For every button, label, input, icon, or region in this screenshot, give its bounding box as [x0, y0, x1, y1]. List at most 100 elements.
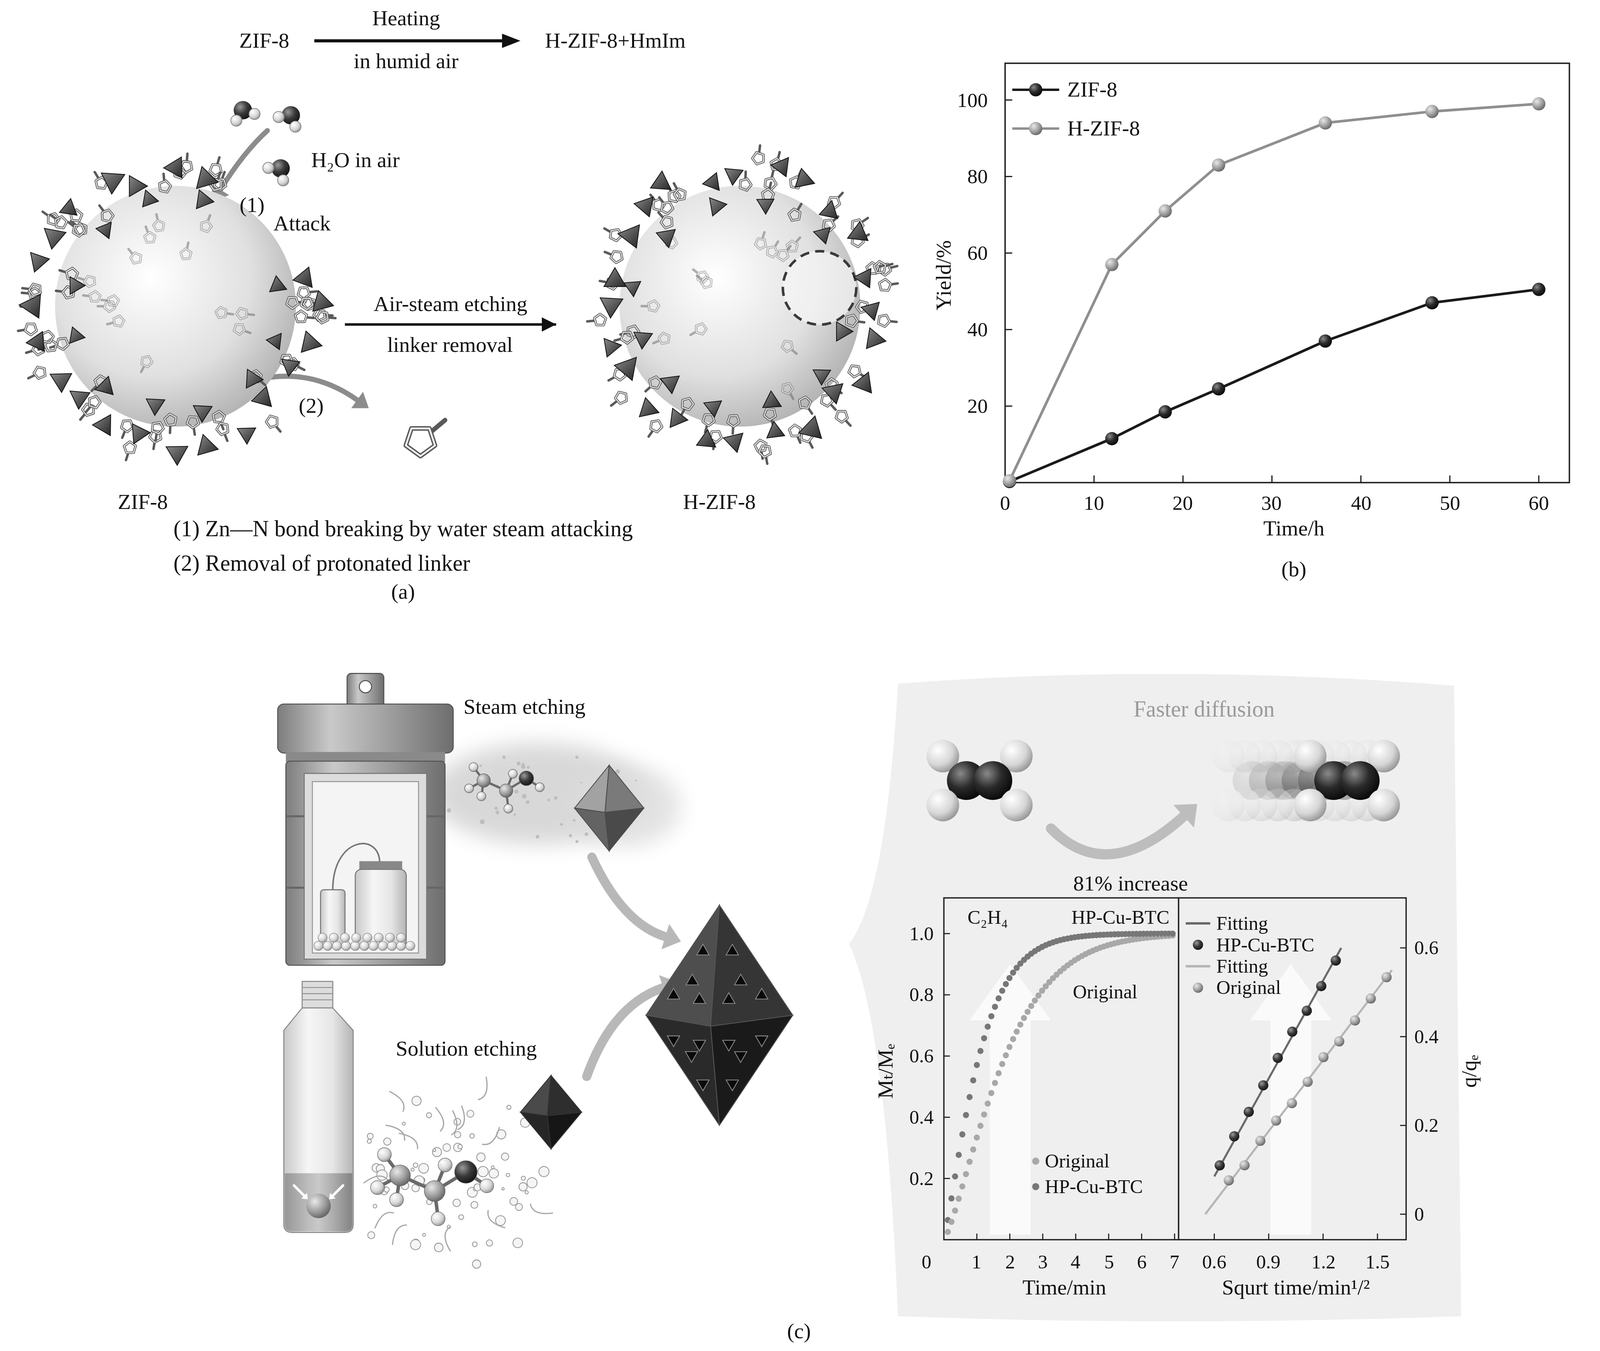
- splash-streak: [392, 1225, 407, 1245]
- etched-pit: [693, 992, 706, 1004]
- process-arrow: [345, 323, 557, 326]
- legend-line-sample: [1185, 965, 1211, 968]
- tick-mark: [1400, 1213, 1407, 1215]
- liquid-droplet: [367, 1139, 372, 1144]
- imidazole-ring: [835, 411, 848, 423]
- imidazole-ring: [56, 338, 69, 350]
- imidazolate-linker: [587, 313, 607, 326]
- crystal-in-solution: [306, 1193, 331, 1219]
- ethylene-model: [1293, 739, 1400, 822]
- imidazolate-linker: [648, 420, 663, 437]
- tick-label: 30: [1261, 491, 1282, 516]
- data-dot: [1239, 1160, 1250, 1171]
- legend-text: Original: [1216, 977, 1281, 999]
- methyl-bond: [298, 366, 305, 370]
- crystal-face: [574, 808, 610, 851]
- liquid-droplet: [373, 1204, 377, 1209]
- ring-highlight: [266, 415, 277, 428]
- zn-tetrahedron: [266, 333, 281, 350]
- ball-stick-molecule: [464, 762, 545, 814]
- hydrogen-atom: [230, 115, 243, 127]
- fit-line: [1214, 947, 1342, 1177]
- liquid-droplet: [457, 1144, 463, 1150]
- imidazolate-linker: [764, 170, 777, 190]
- data-marker: [1425, 105, 1439, 119]
- autoclave-handle: [347, 673, 384, 709]
- imidazole-ring: [286, 297, 299, 309]
- tick-label: 1.2: [1311, 1250, 1336, 1274]
- splash-streak: [482, 1127, 500, 1145]
- imidazolate-linker: [614, 331, 633, 344]
- crystal-face: [547, 1112, 582, 1150]
- liquid-droplet: [470, 1201, 478, 1209]
- zn-tetrahedron: [251, 386, 272, 407]
- atom: [508, 769, 518, 779]
- imidazolate-linker: [781, 341, 796, 354]
- methyl-bond: [587, 320, 594, 322]
- methyl-bond: [759, 145, 760, 153]
- methyl-bond: [614, 338, 621, 341]
- tick-mark: [1449, 475, 1451, 483]
- imidazole-ring: [758, 445, 771, 458]
- ring-highlight: [121, 420, 134, 432]
- zn-tetrahedron: [301, 331, 323, 353]
- node-label: ZIF-8: [117, 489, 168, 515]
- ring-highlight: [113, 315, 125, 326]
- zn-tetrahedron: [709, 197, 727, 216]
- imidazole-ring: [234, 324, 245, 335]
- crystal-face: [646, 1015, 720, 1126]
- imidazolate-linker: [758, 445, 771, 464]
- etched-pit: [693, 1040, 706, 1052]
- imidazole-ring: [215, 307, 227, 318]
- data-dot: [970, 1077, 977, 1084]
- ring-highlight: [752, 152, 764, 164]
- data-dot: [948, 1218, 955, 1225]
- tick-label: 0: [921, 1250, 932, 1274]
- tick-label: 50: [1439, 491, 1461, 516]
- ring-highlight: [102, 209, 114, 222]
- crystal-face: [710, 1015, 793, 1126]
- crystal-face: [604, 765, 644, 813]
- ring-highlight: [164, 413, 177, 426]
- ethylene-model: [1277, 739, 1384, 822]
- data-dot: [1010, 1036, 1017, 1043]
- splash-streak: [530, 1203, 554, 1214]
- steam-droplet: [479, 819, 485, 825]
- zn-tetrahedron: [860, 302, 879, 321]
- ring-highlight: [739, 178, 752, 191]
- steam-cloud: [568, 765, 681, 847]
- zn-tetrahedron: [623, 281, 641, 297]
- ring-highlight: [786, 240, 798, 252]
- steam-droplet: [580, 781, 582, 784]
- zn-tetrahedron: [851, 371, 872, 393]
- data-dot: [984, 1023, 991, 1030]
- legend-entry: ZIF-8: [1067, 77, 1118, 102]
- liquid-droplet: [466, 1110, 474, 1118]
- methyl-bond: [80, 414, 85, 420]
- imidazole-ring: [187, 416, 199, 428]
- imidazole-ring: [42, 331, 54, 343]
- imidazolate-linker: [266, 415, 281, 432]
- liquid-droplet: [412, 1096, 422, 1106]
- ring-highlight: [846, 314, 858, 327]
- handle-hole: [359, 680, 372, 693]
- tick-mark: [1268, 1233, 1270, 1240]
- imidazolate-linker: [97, 301, 115, 312]
- tick-mark: [976, 1233, 978, 1240]
- ring-highlight: [187, 416, 199, 428]
- tick-label: 2: [1005, 1250, 1015, 1274]
- methyl-bond: [78, 277, 85, 280]
- tick-label: 20: [1172, 491, 1193, 516]
- methyl-bond: [795, 237, 800, 243]
- crystal-face: [604, 808, 644, 851]
- data-dot: [991, 1004, 998, 1011]
- tick-label: 0.4: [909, 1106, 934, 1129]
- tick-label: 0.6: [909, 1044, 934, 1068]
- data-dot: [1258, 1080, 1269, 1091]
- imidazolate-linker: [680, 397, 694, 416]
- liquid-droplet: [477, 1166, 489, 1177]
- octahedron-crystal: [646, 905, 794, 1126]
- bottle-thread: [302, 999, 333, 1001]
- steam-droplet: [560, 823, 564, 827]
- tick-mark: [1093, 475, 1095, 483]
